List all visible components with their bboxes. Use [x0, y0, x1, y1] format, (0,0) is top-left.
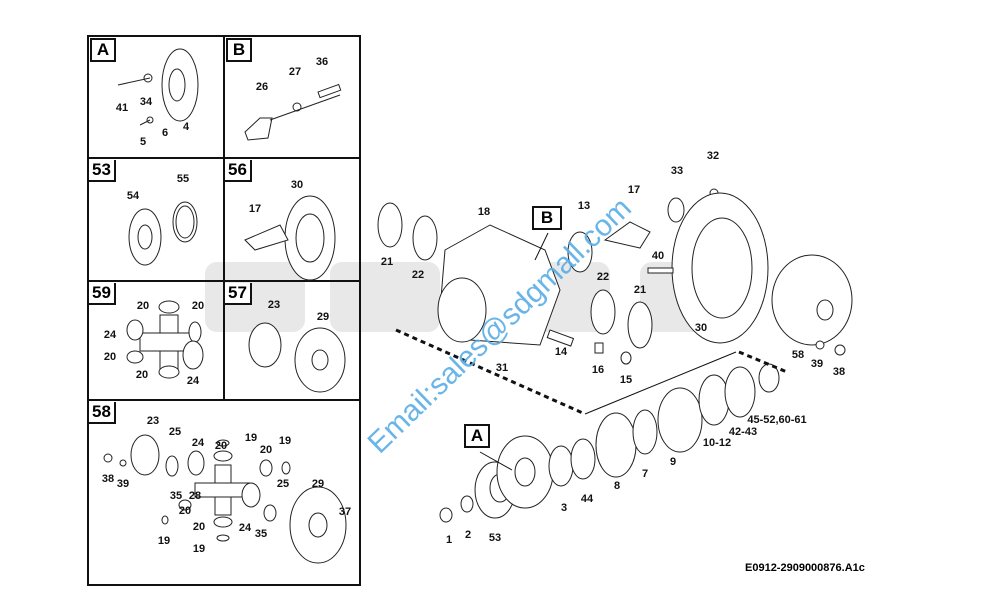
callout: 23: [146, 415, 160, 427]
panel-53-tag: 53: [89, 160, 116, 182]
callout: 29: [311, 478, 325, 490]
callout: 37: [338, 506, 352, 518]
assembly-indicator: [395, 328, 788, 416]
panel-58-tag: 58: [89, 402, 116, 424]
callout: 3: [560, 502, 568, 514]
callout: 17: [248, 203, 262, 215]
panel-a-tag: A: [90, 38, 116, 62]
panel-b-tag: B: [226, 38, 252, 62]
callout: 42-43: [728, 426, 758, 438]
callout: 20: [136, 300, 150, 312]
callout: 28: [188, 490, 202, 502]
callout: 21: [380, 256, 394, 268]
callout: 14: [554, 346, 568, 358]
panel-57-tag: 57: [225, 283, 252, 305]
callout: 45-52,60-61: [747, 414, 807, 426]
callout: 20: [178, 505, 192, 517]
callout: 23: [267, 299, 281, 311]
panel-grid: [87, 35, 361, 586]
callout: 30: [694, 322, 708, 334]
callout: 20: [103, 351, 117, 363]
callout: 55: [176, 173, 190, 185]
callout: 36: [315, 56, 329, 68]
callout: 25: [168, 426, 182, 438]
callout: 54: [126, 190, 140, 202]
differential-case-part: [771, 254, 853, 346]
panel-56-tag: 56: [225, 160, 252, 182]
callout: 39: [810, 358, 824, 370]
callout: 2: [464, 529, 472, 541]
callout: 19: [157, 535, 171, 547]
callout: 34: [139, 96, 153, 108]
callout: 53: [488, 532, 502, 544]
main-b-tag: B: [532, 206, 562, 230]
callout: 25: [276, 478, 290, 490]
callout: 24: [191, 437, 205, 449]
callout: 21: [633, 284, 647, 296]
callout: 19: [278, 435, 292, 447]
callout: 44: [580, 493, 594, 505]
callout: 32: [706, 150, 720, 162]
drawing-number: E0912-2909000876.A1c: [745, 562, 865, 574]
callout: 9: [669, 456, 677, 468]
callout: 22: [596, 271, 610, 283]
callout: 20: [135, 369, 149, 381]
callout: 1: [445, 534, 453, 546]
callout: 38: [101, 473, 115, 485]
callout: 20: [192, 521, 206, 533]
callout: 30: [290, 179, 304, 191]
callout: 15: [619, 374, 633, 386]
callout: 38: [832, 366, 846, 378]
callout: 58: [791, 349, 805, 361]
callout: 29: [316, 311, 330, 323]
callout: 35: [169, 490, 183, 502]
callout: 13: [577, 200, 591, 212]
callout: 35: [254, 528, 268, 540]
callout: 8: [613, 480, 621, 492]
bracket-part: [244, 117, 273, 141]
callout: 16: [591, 364, 605, 376]
callout: 20: [191, 300, 205, 312]
callout: 5: [139, 136, 147, 148]
callout: 17: [627, 184, 641, 196]
callout: 19: [192, 543, 206, 555]
main-a-tag: A: [464, 424, 490, 448]
callout: 24: [103, 329, 117, 341]
seal-part: [377, 202, 403, 248]
callout: 41: [115, 102, 129, 114]
callout: 24: [186, 375, 200, 387]
panel-59-tag: 59: [89, 283, 116, 305]
callout: 40: [651, 250, 665, 262]
callout: 20: [259, 444, 273, 456]
callout: 33: [670, 165, 684, 177]
callout: 19: [244, 432, 258, 444]
callout: 10-12: [702, 437, 732, 449]
callout: 26: [255, 81, 269, 93]
callout: 20: [214, 440, 228, 452]
callout: 4: [182, 121, 190, 133]
callout: 31: [495, 362, 509, 374]
callout: 39: [116, 478, 130, 490]
callout: 24: [238, 522, 252, 534]
callout: 27: [288, 66, 302, 78]
callout: 22: [411, 269, 425, 281]
callout: 6: [161, 127, 169, 139]
callout: 18: [477, 206, 491, 218]
callout: 7: [641, 468, 649, 480]
